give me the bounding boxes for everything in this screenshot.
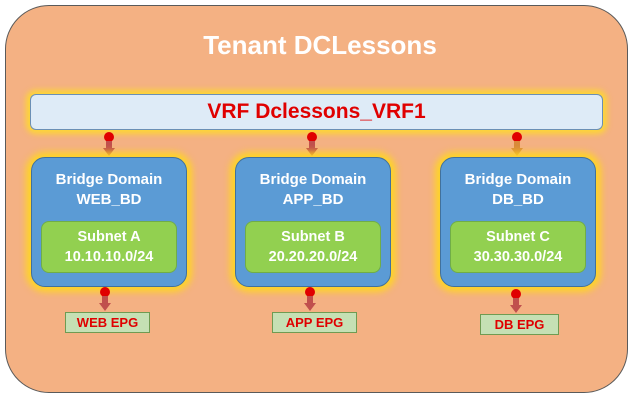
vrf-to-app-bd-connector: [306, 132, 318, 156]
epg-label: APP EPG: [285, 315, 344, 330]
app-epg-box: APP EPG: [272, 312, 357, 333]
epg-label: WEB EPG: [76, 315, 139, 330]
bridge-domain-label: Bridge Domain: [464, 171, 572, 188]
subnet-value: 10.10.10.0/24: [64, 249, 154, 265]
subnet-label: Subnet B: [281, 229, 345, 245]
bridge-domain-title: Bridge Domain WEB_BD: [32, 170, 186, 210]
web-bd-to-epg-connector: [99, 287, 111, 311]
subnet-a-box: Subnet A 10.10.10.0/24: [41, 221, 177, 273]
bridge-domain-name: APP_BD: [282, 191, 344, 208]
tenant-title: Tenant DCLessons: [203, 30, 437, 60]
vrf-label: VRF Dclessons_VRF1: [207, 100, 426, 123]
subnet-label: Subnet A: [77, 229, 141, 245]
down-arrow-icon: [103, 141, 115, 156]
bridge-domain-db: Bridge Domain DB_BD Subnet C 30.30.30.0/…: [440, 157, 596, 287]
app-bd-to-epg-connector: [304, 287, 316, 311]
bridge-domain-name: DB_BD: [492, 191, 544, 208]
down-arrow-icon: [304, 296, 316, 311]
connector-dot: [512, 132, 522, 142]
subnet-label: Subnet C: [486, 229, 550, 245]
subnet-b-box: Subnet B 20.20.20.0/24: [245, 221, 381, 273]
epg-label: DB EPG: [494, 317, 545, 332]
subnet-c-box: Subnet C 30.30.30.0/24: [450, 221, 586, 273]
db-epg-box: DB EPG: [480, 314, 559, 335]
down-arrow-icon: [511, 141, 523, 156]
down-arrow-icon: [99, 296, 111, 311]
vrf-to-web-bd-connector: [103, 132, 115, 156]
bridge-domain-app: Bridge Domain APP_BD Subnet B 20.20.20.0…: [235, 157, 391, 287]
connector-dot: [307, 132, 317, 142]
subnet-value: 30.30.30.0/24: [473, 249, 563, 265]
connector-dot: [511, 289, 521, 299]
web-epg-box: WEB EPG: [65, 312, 150, 333]
connector-dot: [100, 287, 110, 297]
connector-dot: [305, 287, 315, 297]
subnet-value: 20.20.20.0/24: [268, 249, 358, 265]
bridge-domain-name: WEB_BD: [76, 191, 142, 208]
bridge-domain-label: Bridge Domain: [259, 171, 367, 188]
connector-dot: [104, 132, 114, 142]
vrf-to-db-bd-connector: [511, 132, 523, 156]
bridge-domain-label: Bridge Domain: [55, 171, 163, 188]
db-bd-to-epg-connector: [510, 289, 522, 313]
vrf-box: VRF Dclessons_VRF1: [30, 94, 603, 130]
bridge-domain-title: Bridge Domain APP_BD: [236, 170, 390, 210]
down-arrow-icon: [306, 141, 318, 156]
bridge-domain-title: Bridge Domain DB_BD: [441, 170, 595, 210]
down-arrow-icon: [510, 298, 522, 313]
bridge-domain-web: Bridge Domain WEB_BD Subnet A 10.10.10.0…: [31, 157, 187, 287]
